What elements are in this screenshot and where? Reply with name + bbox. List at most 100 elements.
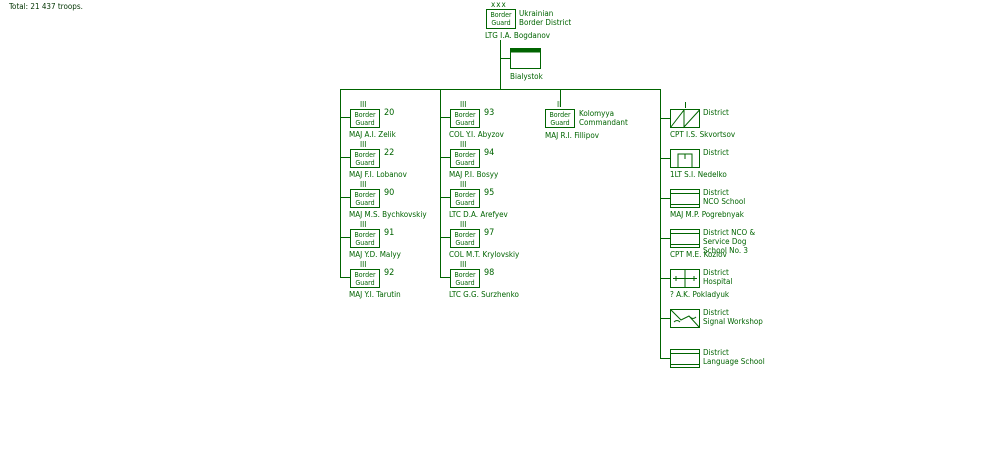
col2-size-mark: III [460, 140, 467, 149]
col1-unit-number: 90 [384, 188, 395, 198]
unit-box-line2: Guard [355, 239, 375, 247]
signal-workshop-icon[interactable] [670, 309, 701, 329]
support-unit-commander: CPT M.E. Kozlov [670, 250, 727, 259]
support-unit-name: District [703, 308, 729, 317]
unit-box-line2: Guard [355, 279, 375, 287]
col1-size-mark: III [360, 260, 367, 269]
unit-box-line1: Border [354, 231, 376, 239]
unit-box-line1: Border [454, 191, 476, 199]
support-unit-name: NCO School [703, 197, 746, 206]
support-unit-name: District [703, 148, 729, 157]
hospital-icon[interactable] [670, 269, 701, 289]
support-unit-name: Service Dog [703, 237, 747, 246]
col1-unit-symbol[interactable]: Border Guard [350, 109, 380, 128]
school-icon[interactable] [670, 229, 701, 249]
unit-box-line2: Guard [355, 199, 375, 207]
kolomyya-name-line2: Commandant [579, 118, 628, 127]
col2-unit-number: 94 [484, 148, 495, 158]
col1-unit-symbol[interactable]: Border Guard [350, 149, 380, 168]
unit-box-line2: Guard [355, 159, 375, 167]
col2-unit-symbol[interactable]: Border Guard [450, 269, 480, 288]
col1-unit-number: 20 [384, 108, 395, 118]
col1-unit-commander: MAJ Y.D. Malyy [349, 250, 401, 259]
col2-unit-symbol[interactable]: Border Guard [450, 189, 480, 208]
bialystok-location-icon[interactable] [510, 48, 542, 70]
unit-box-line2: Guard [355, 119, 375, 127]
support-unit-commander: CPT I.S. Skvortsov [670, 130, 736, 139]
col1-unit-symbol[interactable]: Border Guard [350, 189, 380, 208]
support-unit-name: Language School [703, 357, 765, 366]
col1-unit-commander: MAJ F.I. Lobanov [349, 170, 407, 179]
unit-box-line2: Guard [455, 239, 475, 247]
support-unit-name: District [703, 268, 729, 277]
col2-unit-commander: COL Y.I. Abyzov [449, 130, 504, 139]
support-unit-name: District [703, 188, 729, 197]
support-unit-commander: MAJ M.P. Pogrebnyak [670, 210, 744, 219]
support-unit-commander: 1LT S.I. Nedelko [670, 170, 727, 179]
col2-unit-number: 95 [484, 188, 495, 198]
school-icon[interactable] [670, 189, 701, 209]
kolomyya-name-line1: Kolomyya [579, 109, 615, 118]
support-unit-name: District [703, 108, 729, 117]
col2-unit-symbol[interactable]: Border Guard [450, 229, 480, 248]
col1-unit-number: 91 [384, 228, 395, 238]
support-unit-name: District [703, 348, 729, 357]
unit-box-line1: Border [354, 151, 376, 159]
kolomyya-box-line2: Guard [550, 119, 570, 127]
engineer-size-mark-icon [685, 102, 686, 108]
unit-box-line1: Border [454, 271, 476, 279]
unit-box-line2: Guard [455, 119, 475, 127]
col2-size-mark: III [460, 220, 467, 229]
col1-size-mark: III [360, 220, 367, 229]
hq-name-line1: Ukrainian [519, 9, 554, 18]
col2-unit-commander: LTC G.G. Surzhenko [449, 290, 519, 299]
col1-unit-symbol[interactable]: Border Guard [350, 269, 380, 288]
col2-size-mark: III [460, 260, 467, 269]
unit-box-line2: Guard [455, 199, 475, 207]
col1-unit-number: 22 [384, 148, 395, 158]
unit-box-line1: Border [454, 231, 476, 239]
hq-box-line2: Guard [491, 19, 511, 27]
unit-box-line1: Border [454, 151, 476, 159]
col2-unit-symbol[interactable]: Border Guard [450, 149, 480, 168]
kolomyya-commander: MAJ R.I. Fillipov [545, 131, 600, 140]
kolomyya-box-line1: Border [549, 111, 571, 119]
col1-size-mark: III [360, 180, 367, 189]
support-unit-commander: ? A.K. Pokladyuk [670, 290, 730, 299]
unit-box-line1: Border [354, 111, 376, 119]
col1-unit-commander: MAJ M.S. Bychkovskiy [349, 210, 427, 219]
hq-commander: LTG I.A. Bogdanov [485, 31, 551, 40]
col2-unit-commander: COL M.T. Krylovskiy [449, 250, 520, 259]
col1-unit-commander: MAJ A.I. Zelik [349, 130, 396, 139]
hq-box-line1: Border [490, 11, 512, 19]
col1-size-mark: III [360, 140, 367, 149]
unit-box-line2: Guard [455, 279, 475, 287]
unit-box-line1: Border [354, 271, 376, 279]
kolomyya-size-mark: II [557, 100, 562, 109]
support-unit-name: District NCO & [703, 228, 756, 237]
support-unit-name: School No. 3 [703, 246, 748, 255]
bridge-engineer-icon[interactable] [670, 149, 701, 169]
col2-unit-number: 97 [484, 228, 495, 238]
col2-unit-commander: LTC D.A. Arefyev [449, 210, 508, 219]
col2-size-mark: III [460, 180, 467, 189]
hq-size-mark: xxx [491, 0, 507, 9]
unit-box-line1: Border [454, 111, 476, 119]
unit-box-line1: Border [354, 191, 376, 199]
engineer-zigzag-icon[interactable] [670, 109, 701, 129]
col2-size-mark: III [460, 100, 467, 109]
kolomyya-unit-symbol[interactable]: Border Guard [545, 109, 575, 128]
col1-unit-symbol[interactable]: Border Guard [350, 229, 380, 248]
total-troops: Total: 21 437 troops. [9, 2, 83, 11]
bialystok-label: Bialystok [510, 72, 543, 81]
support-unit-name: Hospital [703, 277, 733, 286]
school-icon[interactable] [670, 349, 701, 369]
col1-unit-number: 92 [384, 268, 395, 278]
col2-unit-symbol[interactable]: Border Guard [450, 109, 480, 128]
col1-unit-commander: MAJ Y.I. Tarutin [349, 290, 401, 299]
hq-unit-symbol[interactable]: Border Guard [486, 9, 516, 29]
col2-unit-commander: MAJ P.I. Bosyy [449, 170, 499, 179]
col1-size-mark: III [360, 100, 367, 109]
unit-box-line2: Guard [455, 159, 475, 167]
